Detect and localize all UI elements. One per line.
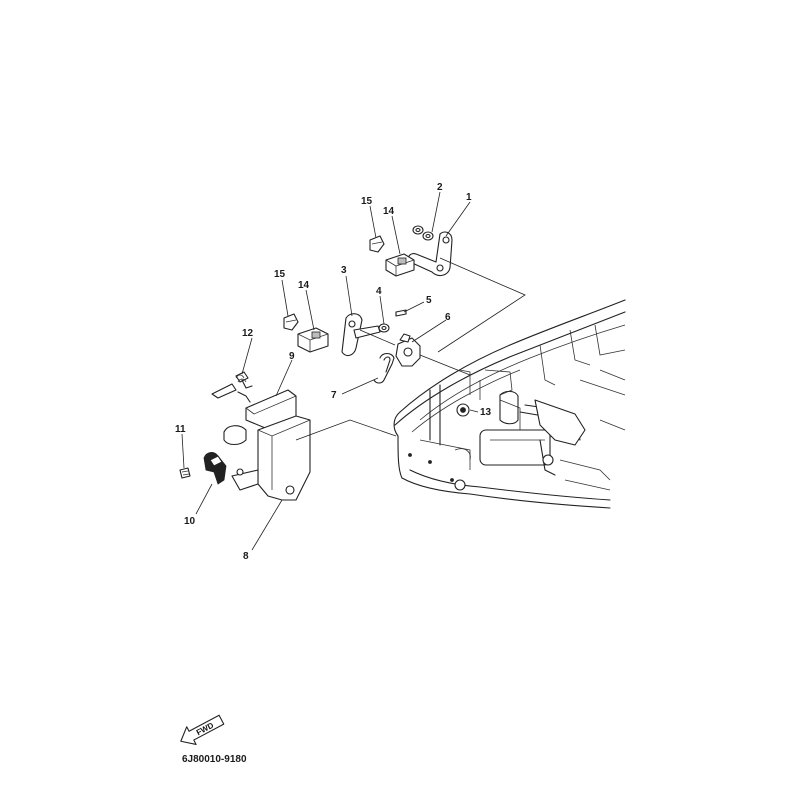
part-3-lever [341, 313, 381, 357]
label-part-4: 4 [376, 286, 382, 297]
label-part-8: 8 [243, 551, 249, 562]
part-11-screw [179, 467, 191, 479]
part-number-labels: 1 2 3 4 5 6 7 8 9 10 11 12 13 14 15 14 1… [175, 182, 492, 562]
part-12-spring [211, 371, 253, 403]
label-part-9: 9 [289, 351, 295, 362]
part-7-rod [373, 352, 395, 384]
part-15-lower-clip [283, 313, 299, 331]
fwd-arrow-icon: FWD [180, 714, 225, 746]
label-part-1: 1 [466, 192, 472, 203]
label-part-3: 3 [341, 265, 347, 276]
part-2-washers [412, 225, 434, 241]
drawing-code: 6J80010-9180 [182, 754, 247, 765]
label-part-6: 6 [445, 312, 451, 323]
label-part-15-upper: 15 [361, 196, 373, 207]
label-part-5: 5 [426, 295, 432, 306]
part-9-plate [223, 389, 297, 446]
part-8-bracket [231, 415, 311, 501]
label-leaders [181, 191, 479, 551]
label-part-7: 7 [331, 390, 337, 401]
part-13-nut [456, 403, 470, 417]
part-5-pin [395, 309, 407, 317]
part-10-clamp [203, 452, 227, 485]
label-part-14-lower: 14 [298, 280, 310, 291]
assembly-guide-lines [295, 257, 526, 441]
part-4-washer [378, 323, 390, 333]
label-part-10: 10 [184, 516, 196, 527]
part-14-upper-holder [385, 253, 415, 277]
part-15-upper-clip [369, 235, 385, 253]
label-part-13: 13 [480, 407, 492, 418]
part-6-lever-bracket [395, 333, 421, 367]
label-part-2: 2 [437, 182, 443, 193]
bottom-cowling [393, 299, 626, 509]
label-part-12: 12 [242, 328, 254, 339]
part-14-lower-holder [297, 327, 329, 353]
label-part-14-upper: 14 [383, 206, 395, 217]
part-1-bracket [407, 231, 453, 277]
label-part-15-lower: 15 [274, 269, 286, 280]
label-part-11: 11 [175, 424, 186, 435]
